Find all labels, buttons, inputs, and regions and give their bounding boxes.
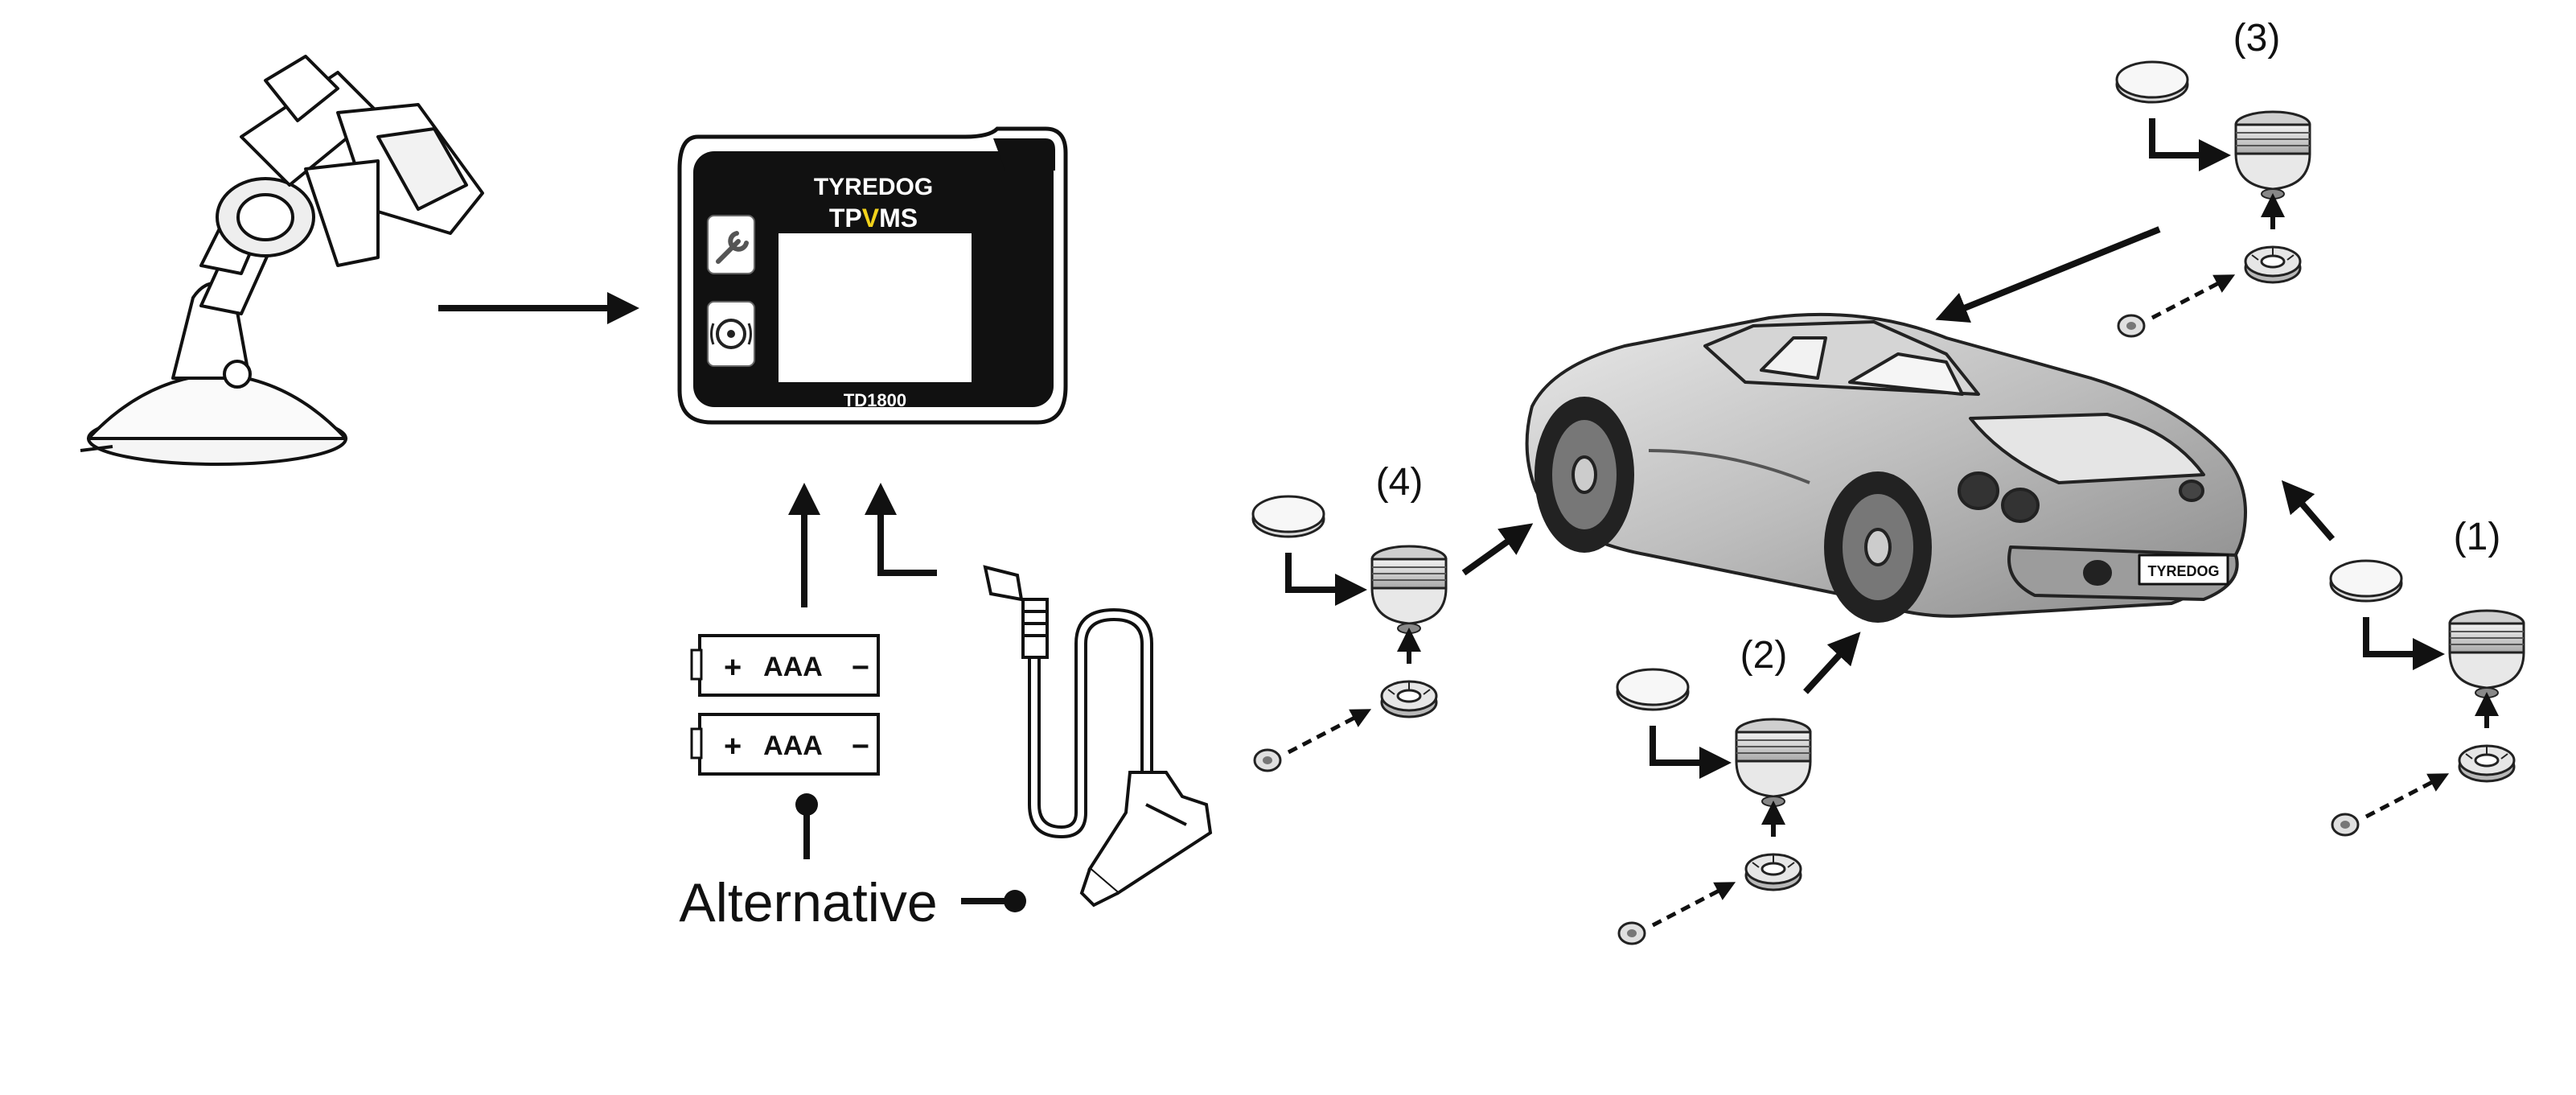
connector-dot <box>795 793 818 816</box>
power-cable-icon <box>983 565 1213 908</box>
suction-mount-icon <box>80 55 484 466</box>
sensor-kit-1: (1) <box>2331 516 2524 835</box>
sensor-label-1: (1) <box>2454 516 2501 558</box>
battery-aaa-1: + AAA − <box>690 634 880 697</box>
monitor-screen <box>779 233 972 382</box>
svg-text:AAA: AAA <box>763 652 823 682</box>
svg-text:+: + <box>724 730 742 764</box>
sensor-label-2: (2) <box>1740 634 1788 677</box>
battery-aaa-2: + AAA − <box>690 713 880 776</box>
svg-text:AAA: AAA <box>763 731 823 761</box>
wrench-icon <box>707 215 755 274</box>
brand-product: TPVMS <box>829 204 918 233</box>
sensor-label-4: (4) <box>1376 461 1424 504</box>
sensor-icon <box>707 301 755 367</box>
brand-name: TYREDOG <box>814 174 933 200</box>
sensor-kit-4: (4) <box>1253 461 1446 771</box>
tpms-monitor: TYREDOG TPVMS TD1800 <box>677 126 1068 425</box>
svg-text:+: + <box>724 651 742 685</box>
license-plate: TYREDOG <box>2147 563 2219 579</box>
sensor-kit-3: (3) <box>2117 17 2310 336</box>
sensor-kit-2: (2) <box>1617 634 1810 944</box>
alternative-label: Alternative <box>679 872 937 933</box>
sports-car-icon: TYREDOG <box>1525 312 2247 623</box>
model-number: TD1800 <box>844 390 906 410</box>
svg-text:−: − <box>852 651 869 685</box>
svg-text:−: − <box>852 730 869 764</box>
brand-accent: V <box>862 204 880 233</box>
sensor-label-3: (3) <box>2233 17 2281 60</box>
